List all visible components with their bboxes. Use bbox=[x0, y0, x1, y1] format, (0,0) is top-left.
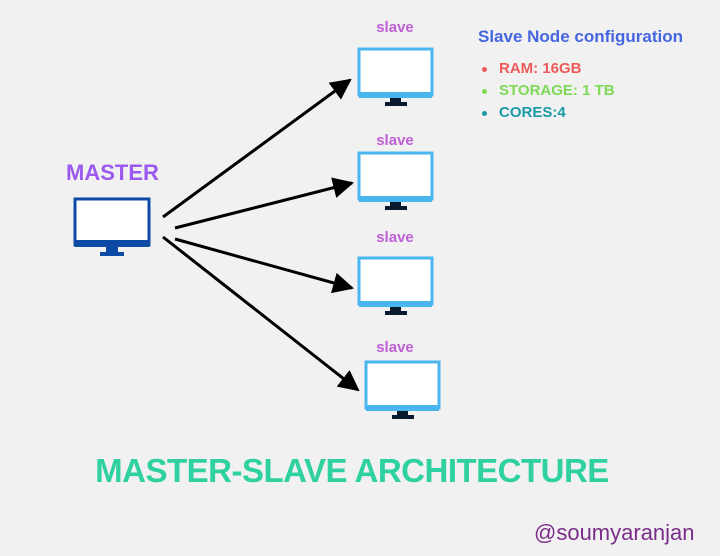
bullet-icon bbox=[482, 88, 487, 94]
arrow-to-slave-1 bbox=[162, 78, 352, 219]
slave-monitor-icon bbox=[357, 256, 434, 315]
config-item-cores: CORES:4 bbox=[482, 102, 615, 124]
diagram-title: MASTER-SLAVE ARCHITECTURE bbox=[95, 452, 609, 489]
config-item-text: CORES:4 bbox=[499, 104, 566, 121]
slave-label: slave bbox=[376, 132, 414, 149]
arrow-to-slave-2 bbox=[174, 177, 355, 230]
master-monitor-icon bbox=[73, 197, 151, 256]
bullet-icon bbox=[482, 66, 487, 72]
author-handle: @soumyaranjan bbox=[534, 520, 695, 545]
config-item-text: RAM: 16GB bbox=[499, 60, 582, 77]
arrow-to-slave-3 bbox=[174, 237, 355, 294]
config-list: RAM: 16GB STORAGE: 1 TB CORES:4 bbox=[482, 58, 615, 124]
slave-label: slave bbox=[376, 229, 414, 246]
slave-monitor-icon bbox=[357, 47, 434, 106]
master-label: MASTER bbox=[66, 160, 159, 185]
slave-monitor-icon bbox=[357, 151, 434, 210]
config-item-ram: RAM: 16GB bbox=[482, 58, 615, 80]
slave-label: slave bbox=[376, 19, 414, 36]
slave-monitor-icon bbox=[364, 360, 441, 419]
arrow-to-slave-4 bbox=[162, 235, 360, 392]
config-item-storage: STORAGE: 1 TB bbox=[482, 80, 615, 102]
bullet-icon bbox=[482, 110, 487, 116]
config-title: Slave Node configuration bbox=[478, 27, 683, 46]
slave-label: slave bbox=[376, 339, 414, 356]
config-item-text: STORAGE: 1 TB bbox=[499, 82, 615, 99]
